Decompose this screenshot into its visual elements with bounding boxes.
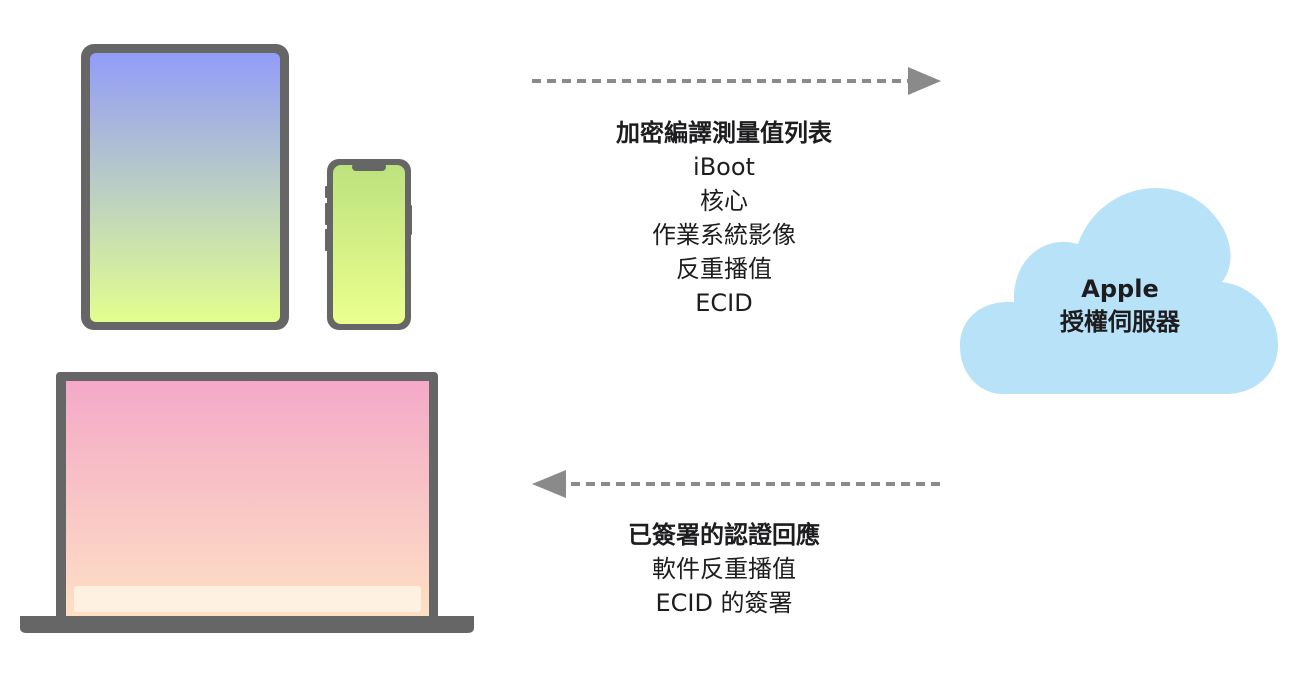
iphone-notch [352,163,386,171]
response-label-block: 已簽署的認證回應 軟件反重播值 ECID 的簽署 [524,518,924,620]
response-arrow [532,470,940,498]
ipad-screen [90,53,280,322]
iphone-device [325,159,412,330]
request-label-block: 加密編譯測量值列表 iBoot 核心 作業系統影像 反重播值 ECID [524,116,924,320]
request-item-kernel: 核心 [700,187,748,215]
request-arrow [532,67,941,95]
request-item-anti-replay: 反重播值 [676,255,772,283]
server-name-line1: Apple [1081,275,1159,303]
laptop-screen-dock [74,586,421,612]
response-title: 已簽署的認證回應 [628,521,820,549]
laptop-base [20,616,474,633]
laptop-device [20,372,474,633]
server-name-line2: 授權伺服器 [1060,308,1180,336]
server-label: Apple 授權伺服器 [988,273,1252,339]
laptop-screen [66,381,429,617]
request-title: 加密編譯測量值列表 [616,119,832,147]
arrow-left-icon [532,470,566,498]
cloud-icon [960,187,1278,394]
request-item-os-image: 作業系統影像 [652,221,796,249]
response-item-nonce: 軟件反重播值 [652,555,796,583]
iphone-screen [333,165,405,324]
response-item-ecid-signature: ECID 的簽署 [655,589,793,617]
request-item-iboot: iBoot [693,153,755,181]
arrow-right-icon [908,67,941,95]
ipad-device [81,44,289,330]
request-item-ecid: ECID [695,289,753,317]
